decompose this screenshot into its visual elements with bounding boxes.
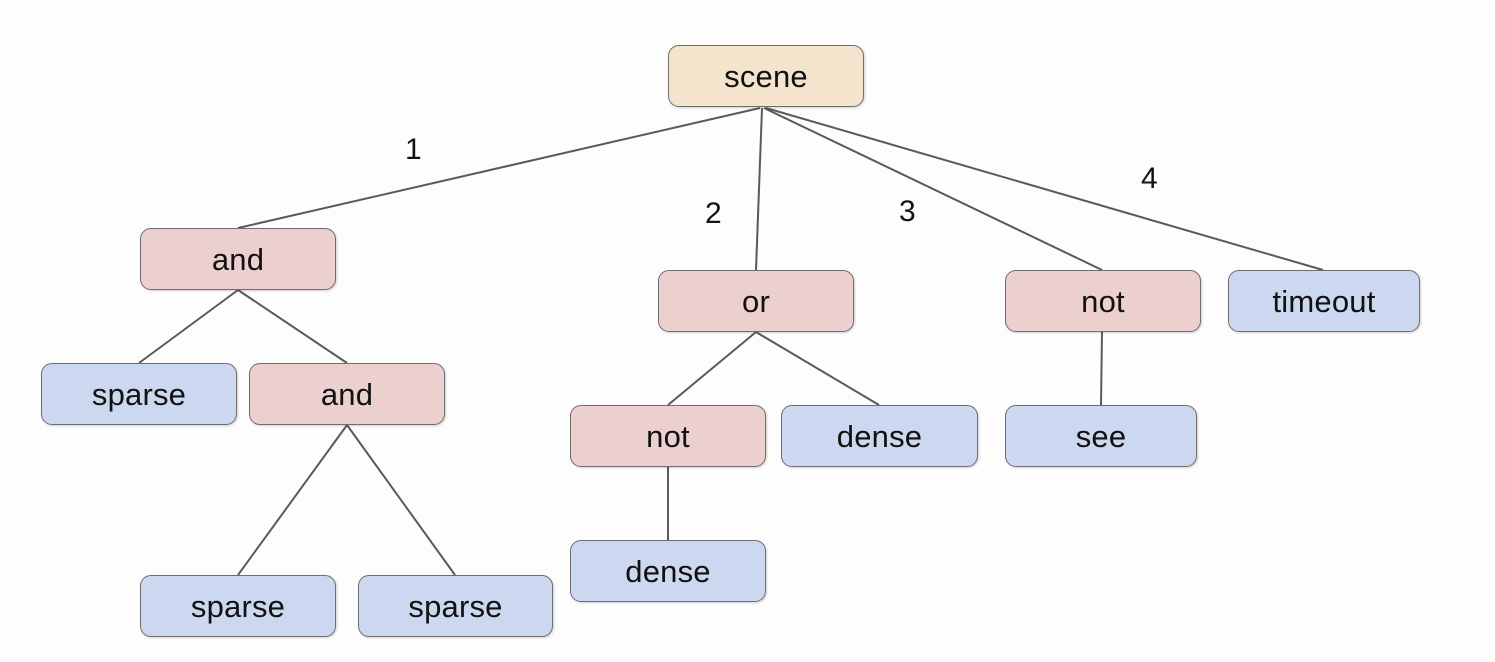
tree-edge <box>237 289 348 364</box>
tree-edge <box>237 107 761 229</box>
tree-node-or1[interactable]: or <box>658 270 854 332</box>
tree-edge <box>667 331 757 406</box>
tree-node-and1[interactable]: and <box>140 228 336 290</box>
tree-edge <box>763 107 1103 271</box>
tree-node-dense2[interactable]: dense <box>570 540 766 602</box>
tree-node-sparse3[interactable]: sparse <box>358 575 553 637</box>
tree-edge <box>755 331 880 406</box>
tree-node-see[interactable]: see <box>1005 405 1197 467</box>
edge-label-4: 4 <box>1141 162 1158 195</box>
edge-label-1: 1 <box>405 133 422 166</box>
tree-node-timeout[interactable]: timeout <box>1228 270 1420 332</box>
tree-edge <box>765 107 1324 271</box>
tree-node-sparse1[interactable]: sparse <box>41 363 237 425</box>
tree-edge <box>1100 331 1103 406</box>
edge-label-3: 3 <box>899 195 916 228</box>
edge-label-2: 2 <box>705 197 722 230</box>
tree-node-not_m[interactable]: not <box>570 405 766 467</box>
tree-edge <box>237 424 348 576</box>
tree-node-sparse2[interactable]: sparse <box>140 575 336 637</box>
tree-edge <box>138 289 239 364</box>
tree-edge <box>346 424 456 576</box>
tree-node-and2[interactable]: and <box>249 363 445 425</box>
tree-node-dense1[interactable]: dense <box>781 405 978 467</box>
tree-node-scene[interactable]: scene <box>668 45 864 107</box>
tree-edge <box>755 107 763 271</box>
tree-node-not_r[interactable]: not <box>1005 270 1201 332</box>
